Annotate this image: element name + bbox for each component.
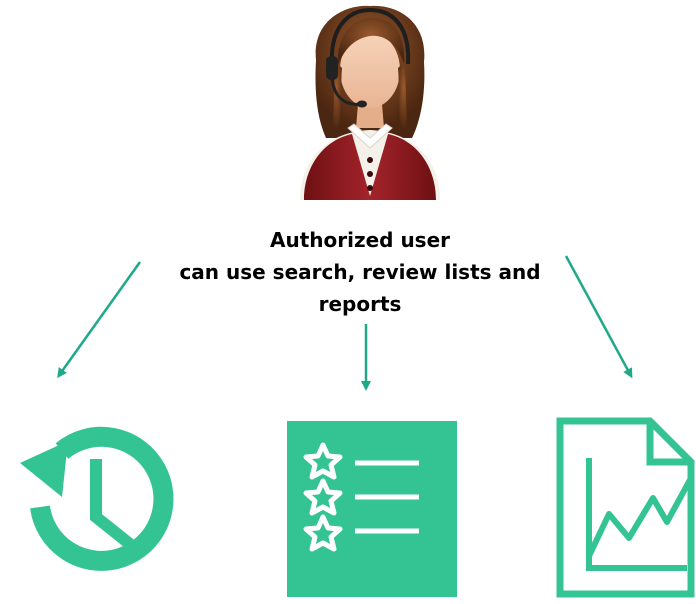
arrow-left: [57, 261, 142, 379]
star-3: [303, 514, 343, 552]
history-clock-icon: [20, 426, 174, 571]
caption-line-2: can use search, review lists and: [179, 260, 541, 284]
report-icon-wrap: [555, 416, 696, 599]
caption-line-3: reports: [318, 292, 402, 316]
user-avatar: [286, 0, 454, 200]
star-2: [303, 478, 343, 516]
star-1: [303, 442, 343, 480]
call-center-agent-icon: [300, 5, 440, 200]
caption-line-1: Authorized user: [269, 228, 451, 252]
report-chart-icon: [556, 417, 695, 598]
star-list-icon: [287, 421, 457, 597]
list-icon-wrap: [287, 421, 457, 597]
caption: Authorized user can use search, review l…: [150, 224, 570, 320]
arrow-right: [564, 255, 633, 379]
history-icon-wrap: [6, 405, 186, 585]
